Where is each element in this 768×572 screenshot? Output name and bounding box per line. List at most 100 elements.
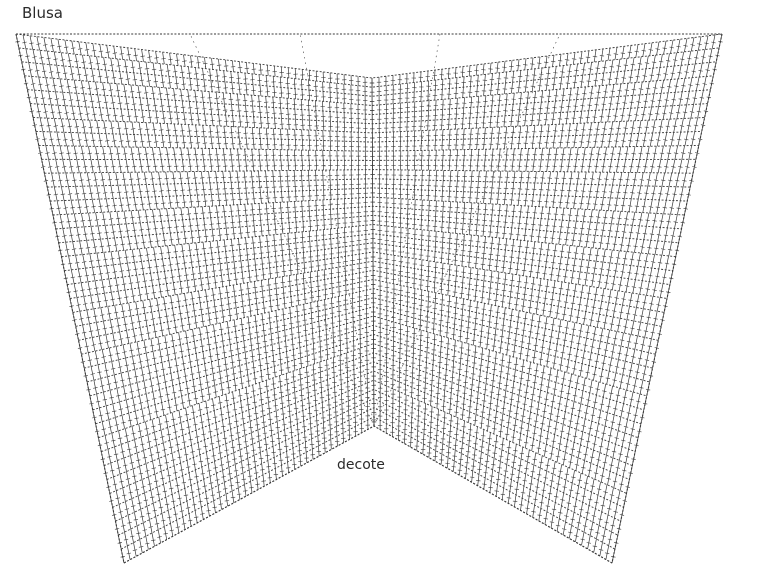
double-crochet-stitch	[247, 374, 250, 387]
stitch-bar	[601, 535, 606, 537]
stitch-bar	[191, 411, 196, 413]
stitch-bar	[258, 219, 263, 221]
double-crochet-stitch	[531, 387, 535, 401]
double-crochet-stitch	[540, 206, 544, 219]
stitch-bar	[175, 263, 180, 265]
double-crochet-stitch	[278, 443, 281, 455]
stitch-bar	[233, 278, 239, 280]
stitch-bar	[161, 265, 166, 267]
double-crochet-stitch	[488, 315, 491, 327]
stitch-bar	[503, 221, 508, 223]
double-crochet-stitch	[310, 312, 313, 324]
double-crochet-stitch	[593, 367, 597, 381]
double-crochet-stitch	[276, 299, 279, 311]
double-crochet-stitch	[218, 194, 221, 206]
double-crochet-stitch	[637, 252, 641, 267]
double-crochet-stitch	[158, 171, 161, 185]
double-crochet-stitch	[182, 195, 186, 208]
stitch-bar	[501, 290, 507, 292]
double-crochet-stitch	[125, 501, 129, 516]
stitch-bar	[516, 257, 521, 259]
stitch-bar	[603, 349, 609, 351]
double-crochet-stitch	[607, 262, 611, 276]
stitch-bar	[163, 277, 168, 279]
double-crochet-stitch	[517, 470, 520, 483]
stitch-bar	[508, 485, 513, 487]
double-crochet-stitch	[267, 246, 270, 258]
double-crochet-stitch	[276, 321, 279, 333]
double-crochet-stitch	[558, 319, 562, 332]
double-crochet-stitch	[123, 317, 127, 331]
stitch-bar	[166, 475, 172, 477]
double-crochet-stitch	[605, 545, 610, 560]
double-crochet-stitch	[104, 435, 109, 450]
double-crochet-stitch	[565, 257, 569, 271]
double-crochet-stitch	[297, 434, 300, 446]
stitch-bar	[558, 201, 563, 203]
double-crochet-stitch	[591, 478, 595, 493]
double-crochet-stitch	[468, 278, 471, 290]
stitch-bar	[248, 427, 254, 429]
stitch-bar	[620, 204, 626, 207]
double-crochet-stitch	[498, 461, 501, 474]
double-crochet-stitch	[234, 379, 237, 391]
double-crochet-stitch	[565, 232, 568, 246]
double-crochet-stitch	[231, 216, 234, 228]
double-crochet-stitch	[595, 495, 599, 509]
double-crochet-stitch	[111, 159, 115, 173]
stitch-bar	[46, 194, 52, 196]
stitch-bar	[129, 391, 134, 393]
stitch-bar	[130, 322, 135, 324]
stitch-bar	[155, 451, 161, 454]
double-crochet-stitch	[469, 300, 471, 312]
double-crochet-stitch	[561, 183, 564, 196]
stitch-bar	[543, 236, 548, 239]
double-crochet-stitch	[427, 280, 429, 292]
double-crochet-stitch	[589, 421, 593, 435]
stitch-bar	[218, 269, 224, 271]
stitch-bar	[168, 487, 174, 490]
double-crochet-stitch	[519, 240, 522, 252]
double-crochet-stitch	[303, 304, 305, 315]
double-crochet-stitch	[122, 172, 126, 186]
stitch-bar	[517, 222, 522, 224]
double-crochet-stitch	[180, 207, 183, 220]
double-crochet-stitch	[290, 317, 292, 329]
stitch-bar	[531, 223, 536, 226]
stitch-bar	[599, 203, 605, 206]
stitch-bar	[189, 261, 194, 263]
stitch-bar	[507, 326, 513, 328]
double-crochet-stitch	[130, 315, 134, 330]
double-crochet-stitch	[118, 224, 122, 238]
stitch-bar	[237, 198, 243, 200]
chart-title: Blusa	[22, 4, 63, 22]
stitch-bar	[629, 398, 634, 401]
double-crochet-stitch	[662, 269, 667, 284]
double-crochet-stitch	[322, 199, 324, 210]
double-crochet-stitch	[586, 325, 590, 339]
double-crochet-stitch	[149, 447, 153, 462]
double-crochet-stitch	[656, 297, 661, 312]
stitch-bar	[233, 302, 238, 304]
stitch-bar	[103, 299, 109, 302]
double-crochet-stitch	[477, 181, 479, 193]
double-crochet-stitch	[100, 307, 104, 322]
double-crochet-stitch	[311, 438, 313, 450]
stitch-bar	[230, 165, 235, 167]
double-crochet-stitch	[311, 322, 313, 334]
double-crochet-stitch	[538, 467, 541, 481]
stitch-bar	[162, 303, 167, 305]
double-crochet-stitch	[516, 286, 519, 299]
double-crochet-stitch	[566, 196, 569, 209]
stitch-bar	[622, 396, 627, 399]
stitch-bar	[151, 467, 157, 469]
double-crochet-stitch	[493, 339, 495, 352]
stitch-bar	[77, 206, 82, 209]
stitch-bar	[586, 228, 592, 230]
double-crochet-stitch	[470, 389, 473, 401]
stitch-bar	[191, 335, 196, 337]
double-crochet-stitch	[427, 220, 429, 231]
double-crochet-stitch	[640, 308, 644, 323]
double-crochet-stitch	[199, 327, 202, 340]
double-crochet-stitch	[303, 420, 305, 432]
